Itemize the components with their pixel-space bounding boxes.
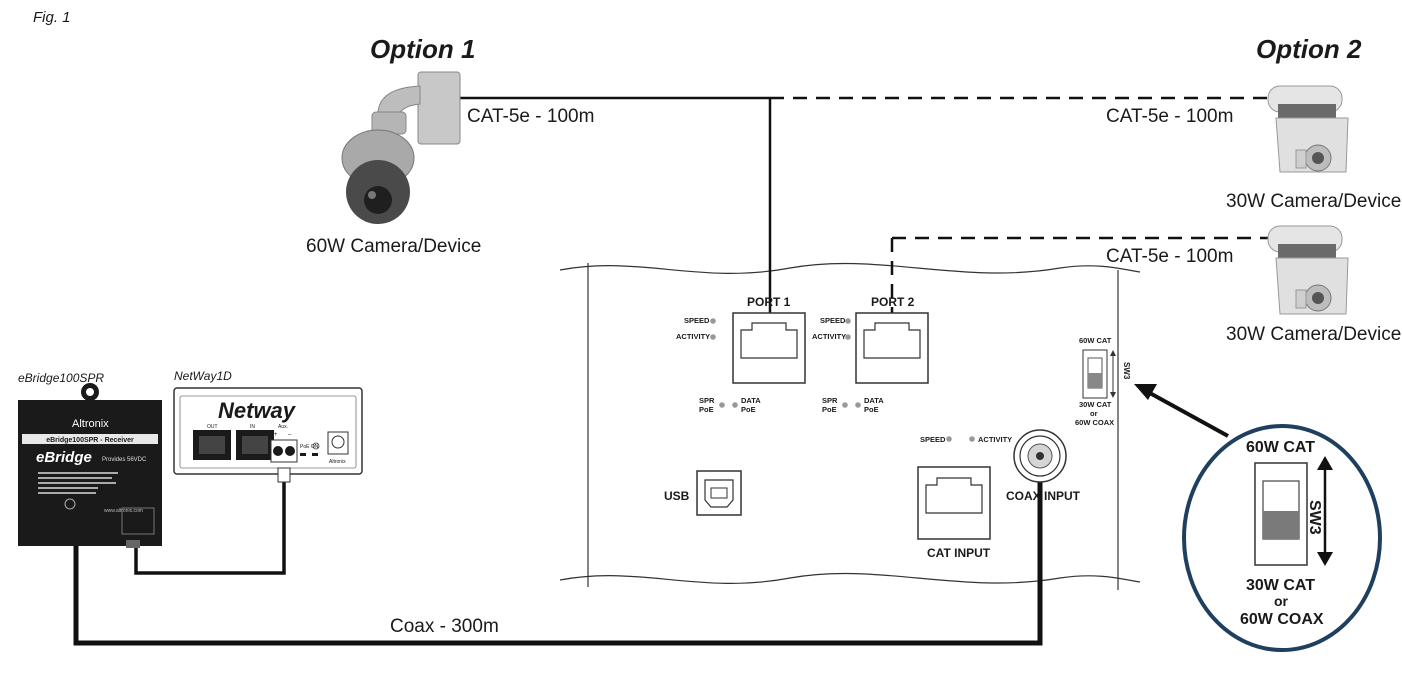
netway-aux-label: Aux. bbox=[278, 424, 288, 430]
sw3-bottom-label-1: 30W CAT bbox=[1079, 400, 1112, 409]
port1-label: PORT 1 bbox=[747, 295, 791, 309]
port2-activity-led bbox=[845, 334, 851, 340]
camera-30w-b-label: 30W Camera/Device bbox=[1226, 324, 1401, 345]
netway-device bbox=[173, 387, 363, 483]
port1-speed-label: SPEED bbox=[684, 316, 710, 325]
zoom-bottom-label-3: 60W COAX bbox=[1240, 611, 1324, 628]
zoom-bottom-label-2: or bbox=[1274, 593, 1289, 609]
option-2-heading: Option 2 bbox=[1256, 34, 1362, 64]
input-activity-label: ACTIVITY bbox=[978, 435, 1012, 444]
camera-60w-icon bbox=[341, 71, 461, 224]
ebridge-url: www.altronix.com bbox=[104, 508, 143, 514]
cable-label-cat-option2-bottom: CAT-5e - 100m bbox=[1106, 246, 1233, 267]
zoom-bottom-label-1: 30W CAT bbox=[1246, 577, 1315, 594]
ebridge-logo: eBridge bbox=[36, 449, 92, 466]
usb-port bbox=[696, 470, 742, 516]
power-cable bbox=[134, 480, 286, 575]
ebridge-brand: Altronix bbox=[72, 418, 109, 430]
camera-30w-b-icon bbox=[1267, 225, 1349, 315]
netway-caption: NetWay1D bbox=[174, 369, 232, 383]
usb-label: USB bbox=[664, 489, 690, 503]
sw3-top-label: 60W CAT bbox=[1079, 336, 1112, 345]
port2-activity-label: ACTIVITY bbox=[812, 332, 846, 341]
port2-spr-led bbox=[842, 402, 848, 408]
camera-30w-a-icon bbox=[1267, 85, 1349, 173]
port2-data-label: DATA bbox=[864, 396, 884, 405]
input-activity-led bbox=[969, 436, 975, 442]
port1-spr-led bbox=[719, 402, 725, 408]
cat-cable-option2-dashed bbox=[770, 96, 1268, 340]
netway-aux-plus: + bbox=[274, 432, 278, 438]
sw3-name-label: SW3 bbox=[1122, 362, 1131, 380]
netway-poe-on-label: PoE ON bbox=[300, 444, 319, 450]
port2-spr-poe-label: PoE bbox=[822, 405, 837, 414]
port1-jack bbox=[732, 312, 806, 384]
option-1-heading: Option 1 bbox=[370, 34, 475, 64]
port2-speed-label: SPEED bbox=[820, 316, 846, 325]
ebridge-provides: Provides 56VDC bbox=[102, 457, 147, 463]
port1-spr-poe-label: PoE bbox=[699, 405, 714, 414]
cable-label-coax: Coax - 300m bbox=[390, 616, 499, 637]
cat-cable-option1 bbox=[455, 96, 772, 350]
camera-60w-label: 60W Camera/Device bbox=[306, 236, 481, 257]
sw3-bottom-label-2: or bbox=[1090, 409, 1098, 418]
camera-30w-a-label: 30W Camera/Device bbox=[1226, 191, 1401, 212]
coax-input-connector bbox=[1013, 429, 1067, 483]
input-speed-led bbox=[946, 436, 952, 442]
port1-speed-led bbox=[710, 318, 716, 324]
netway-port-out-label: OUT bbox=[207, 424, 218, 430]
port2-jack bbox=[855, 312, 929, 384]
port2-spr-label: SPR bbox=[822, 396, 838, 405]
coax-cable bbox=[73, 455, 1043, 646]
netway-port-in-label: IN bbox=[250, 424, 255, 430]
cat-input-jack bbox=[917, 466, 991, 540]
sw3-switch bbox=[1082, 349, 1116, 399]
cable-label-cat-option1: CAT-5e - 100m bbox=[467, 106, 594, 127]
figure-label: Fig. 1 bbox=[33, 9, 71, 26]
netway-brand: Altronix bbox=[329, 459, 346, 465]
port2-speed-led bbox=[845, 318, 851, 324]
input-speed-label: SPEED bbox=[920, 435, 946, 444]
panel-outline bbox=[559, 262, 1141, 590]
cat-input-label: CAT INPUT bbox=[927, 546, 991, 560]
sw3-zoom-circle bbox=[1182, 424, 1382, 652]
ebridge-caption: eBridge100SPR bbox=[18, 371, 104, 385]
netway-logo: Netway bbox=[218, 398, 297, 423]
cable-label-cat-option2-top: CAT-5e - 100m bbox=[1106, 106, 1233, 127]
port2-label: PORT 2 bbox=[871, 295, 915, 309]
port1-activity-label: ACTIVITY bbox=[676, 332, 710, 341]
port2-data-led bbox=[855, 402, 861, 408]
zoom-pointer-arrow bbox=[1134, 384, 1229, 438]
zoom-top-label: 60W CAT bbox=[1246, 439, 1315, 456]
port1-data-label: DATA bbox=[741, 396, 761, 405]
zoom-sw3-label: SW3 bbox=[1306, 500, 1323, 535]
port1-spr-label: SPR bbox=[699, 396, 715, 405]
port1-data-poe-label: PoE bbox=[741, 405, 756, 414]
port1-activity-led bbox=[710, 334, 716, 340]
ebridge-band-text: eBridge100SPR - Receiver bbox=[46, 437, 134, 444]
port1-data-led bbox=[732, 402, 738, 408]
ebridge-spec-text-lines bbox=[38, 472, 118, 510]
port2-data-poe-label: PoE bbox=[864, 405, 879, 414]
netway-aux-minus: – bbox=[288, 432, 292, 438]
coax-input-label: COAX INPUT bbox=[1006, 489, 1081, 503]
sw3-bottom-label-3: 60W COAX bbox=[1075, 418, 1114, 427]
